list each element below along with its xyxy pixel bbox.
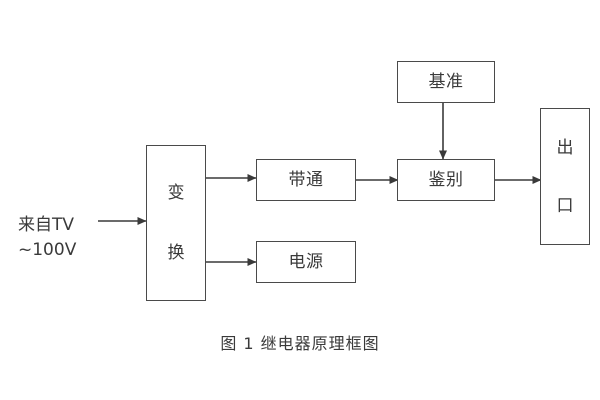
block-discriminate-label: 鉴别 [428,169,464,190]
block-transform-label: 变换 [167,183,185,263]
block-bandpass-label: 带通 [288,169,324,190]
block-reference[interactable]: 基准 [397,61,495,103]
figure-caption: 图 1 继电器原理框图 [220,334,380,353]
block-power-supply[interactable]: 电源 [256,241,356,283]
block-reference-label: 基准 [428,71,464,92]
block-power-supply-label: 电源 [288,251,324,272]
block-output[interactable]: 出口 [540,108,590,245]
block-transform[interactable]: 变换 [146,145,206,301]
source-label-line-1: 来自TV [18,215,75,235]
block-bandpass[interactable]: 带通 [256,159,356,201]
block-output-label: 出口 [556,137,574,216]
source-label-line-2: ~100V [18,240,77,260]
block-discriminate[interactable]: 鉴别 [397,159,495,201]
